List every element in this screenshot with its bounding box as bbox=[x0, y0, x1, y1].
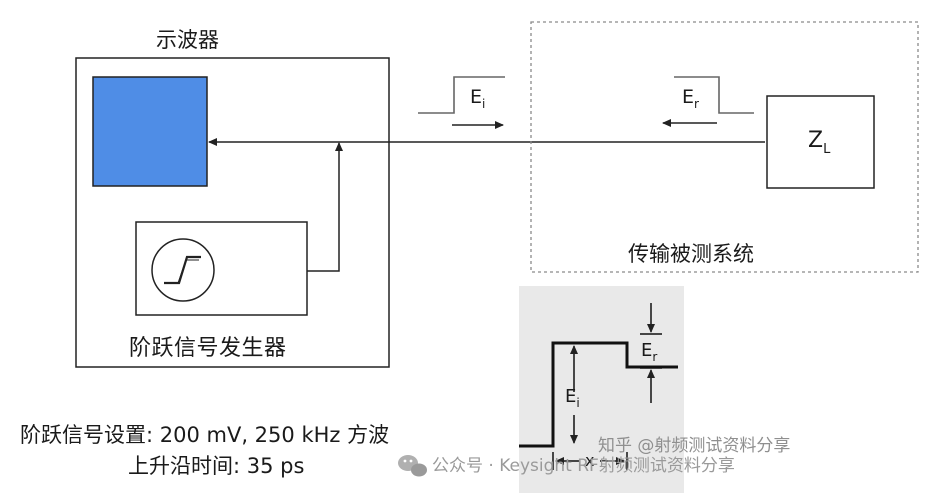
oscilloscope-box bbox=[75, 57, 390, 368]
generator-output-line bbox=[307, 142, 343, 272]
inset-ei-label: Ei bbox=[565, 386, 580, 410]
load-subscript: L bbox=[823, 142, 831, 157]
reflected-subscript: r bbox=[694, 97, 699, 111]
step-settings-note: 阶跃信号设置: 200 mV, 250 kHz 方波 bbox=[20, 423, 390, 447]
oscilloscope-title: 示波器 bbox=[156, 28, 219, 52]
wechat-icon bbox=[398, 455, 427, 477]
zhihu-watermark: 知乎 @射频测试资料分享 bbox=[598, 436, 791, 456]
step-waveform-icon bbox=[151, 238, 215, 302]
load-letter: Z bbox=[808, 128, 824, 153]
reflected-label: Er bbox=[682, 86, 699, 111]
inset-width-label: x bbox=[585, 451, 595, 470]
reflected-letter: E bbox=[682, 86, 695, 108]
incident-step-glyph bbox=[418, 76, 505, 114]
rise-time-note: 上升沿时间: 35 ps bbox=[128, 454, 305, 478]
reflected-step-glyph bbox=[674, 76, 754, 114]
incident-subscript: i bbox=[482, 97, 486, 111]
incident-label: Ei bbox=[470, 86, 485, 111]
inset-er-label: Er bbox=[641, 340, 657, 364]
oscilloscope-screen bbox=[92, 76, 208, 187]
incident-letter: E bbox=[470, 86, 483, 108]
inset-ei-subscript: i bbox=[576, 396, 580, 410]
wechat-watermark: 公众号 · Keysight RF射频测试资料分享 bbox=[432, 456, 735, 476]
load-box bbox=[766, 95, 875, 189]
step-generator-label: 阶跃信号发生器 bbox=[129, 336, 287, 361]
inset-er-letter: E bbox=[641, 340, 653, 361]
inset-ei-letter: E bbox=[565, 386, 577, 407]
dut-label: 传输被测系统 bbox=[628, 242, 754, 266]
waveform-inset bbox=[519, 286, 684, 493]
dut-dashed-box bbox=[530, 21, 919, 273]
inset-step-waveform bbox=[519, 341, 678, 448]
step-generator-box bbox=[135, 221, 308, 316]
load-label: ZL bbox=[808, 128, 830, 157]
inset-er-subscript: r bbox=[652, 350, 658, 364]
